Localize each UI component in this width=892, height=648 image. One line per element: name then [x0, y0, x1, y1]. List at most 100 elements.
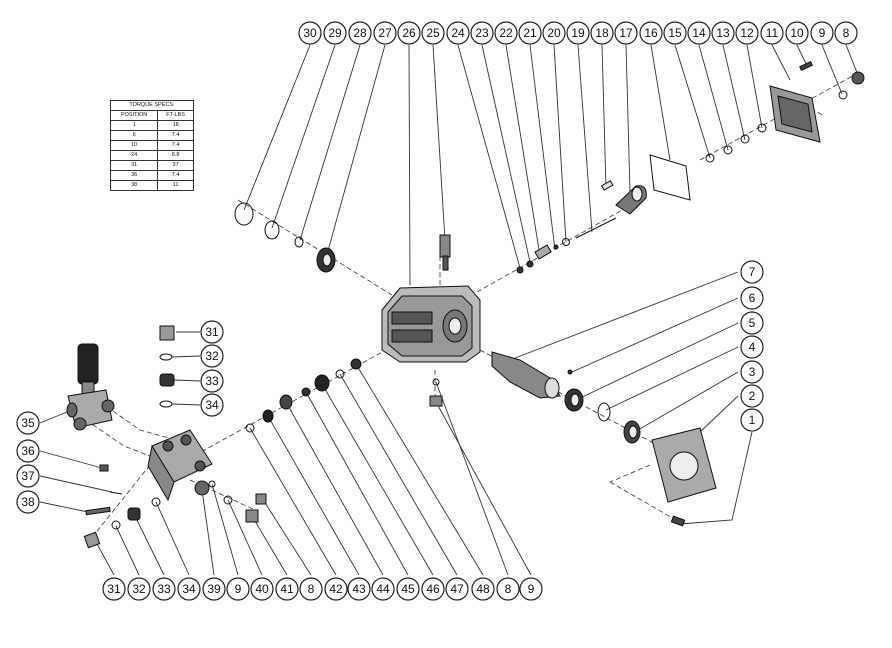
callout-top-11: 19 — [566, 21, 590, 45]
part-bolt-38 — [85, 506, 111, 516]
callout-label: 12 — [740, 26, 754, 40]
callout-top-3: 27 — [373, 21, 397, 45]
callout-label: 36 — [21, 444, 35, 458]
callout-top-12: 18 — [590, 21, 614, 45]
callout-label: 38 — [21, 495, 35, 509]
part-gasket-16 — [649, 154, 691, 201]
callout-bottom-10: 43 — [347, 577, 371, 601]
callout-valve-1: 32 — [200, 344, 224, 368]
callout-bottom-2: 33 — [152, 577, 176, 601]
part-snap-ring-30 — [234, 202, 254, 226]
part-key-6 — [567, 369, 573, 375]
part-40 — [223, 495, 233, 505]
callout-bottom-13: 46 — [421, 577, 445, 601]
callout-label: 21 — [523, 26, 537, 40]
part-43 — [262, 409, 274, 423]
part-oring-32a — [159, 353, 173, 361]
callout-label: 33 — [157, 582, 171, 596]
parts-drawings — [66, 60, 865, 549]
callout-right-4: 3 — [740, 360, 764, 384]
callout-label: 45 — [401, 582, 415, 596]
callout-bottom-11: 44 — [371, 577, 395, 601]
callout-label: 22 — [499, 26, 513, 40]
table-cell: 37 — [157, 160, 194, 171]
callout-label: 9 — [528, 582, 535, 596]
callout-label: 26 — [402, 26, 416, 40]
part-plug-8c — [429, 395, 443, 407]
callout-label: 34 — [182, 582, 196, 596]
callout-label: 28 — [353, 26, 367, 40]
part-14 — [723, 145, 733, 155]
callout-bottom-5: 9 — [226, 577, 250, 601]
callout-label: 8 — [843, 26, 850, 40]
part-21 — [553, 244, 559, 250]
table-cell: 11 — [157, 180, 194, 191]
part-44 — [279, 394, 293, 410]
part-24 — [516, 266, 524, 274]
callout-label: 37 — [21, 469, 35, 483]
callout-top-17: 13 — [711, 21, 735, 45]
callout-left-0: 35 — [16, 411, 40, 435]
part-bolt-1 — [670, 515, 686, 527]
callout-bottom-16: 8 — [496, 577, 520, 601]
callout-right-1: 6 — [740, 286, 764, 310]
callout-left-2: 37 — [16, 464, 40, 488]
part-48 — [350, 358, 362, 370]
callout-top-6: 24 — [446, 21, 470, 45]
callout-label: 8 — [505, 582, 512, 596]
callout-label: 10 — [790, 26, 804, 40]
part-plug-31a — [159, 325, 175, 341]
callout-top-21: 9 — [810, 21, 834, 45]
callout-label: 9 — [819, 26, 826, 40]
callout-top-15: 15 — [663, 21, 687, 45]
torque-header-position: POSITION — [109, 110, 159, 121]
part-oring-34a — [159, 400, 173, 408]
part-crankcase-26 — [381, 285, 481, 363]
callout-top-4: 26 — [397, 21, 421, 45]
callout-label: 9 — [235, 582, 242, 596]
callout-top-13: 17 — [614, 21, 638, 45]
part-oring-34b — [151, 497, 161, 507]
callout-label: 41 — [280, 582, 294, 596]
callout-label: 3 — [749, 365, 756, 379]
callout-label: 7 — [749, 265, 756, 279]
callout-right-6: 1 — [740, 408, 764, 432]
callout-top-18: 12 — [735, 21, 759, 45]
part-pin-37 — [109, 491, 123, 495]
callout-label: 47 — [450, 582, 464, 596]
table-cell: 10 — [109, 140, 159, 151]
callout-label: 34 — [205, 398, 219, 412]
part-plug-41 — [245, 509, 259, 523]
part-12 — [757, 123, 767, 133]
part-plug-31b — [83, 531, 101, 549]
table-cell: 7.4 — [157, 140, 194, 151]
part-plug-8b — [255, 493, 267, 505]
callout-valve-3: 34 — [200, 393, 224, 417]
part-valve-33b — [127, 507, 141, 521]
table-cell: 8.8 — [157, 150, 194, 161]
part-oring-9b — [208, 480, 216, 488]
callout-right-3: 4 — [740, 335, 764, 359]
part-ring-29 — [264, 220, 280, 240]
callout-bottom-0: 31 — [102, 577, 126, 601]
table-cell: 31 — [109, 160, 159, 171]
callout-label: 14 — [692, 26, 706, 40]
callout-label: 30 — [303, 26, 317, 40]
callout-top-9: 21 — [518, 21, 542, 45]
callout-valve-0: 31 — [200, 320, 224, 344]
callout-label: 8 — [308, 582, 315, 596]
callout-label: 32 — [205, 349, 219, 363]
callout-bottom-15: 48 — [471, 577, 495, 601]
table-cell: 38 — [109, 180, 159, 191]
part-22 — [534, 244, 552, 260]
callout-right-2: 5 — [740, 311, 764, 335]
callout-top-0: 30 — [298, 21, 322, 45]
callout-label: 46 — [426, 582, 440, 596]
callout-label: 25 — [426, 26, 440, 40]
